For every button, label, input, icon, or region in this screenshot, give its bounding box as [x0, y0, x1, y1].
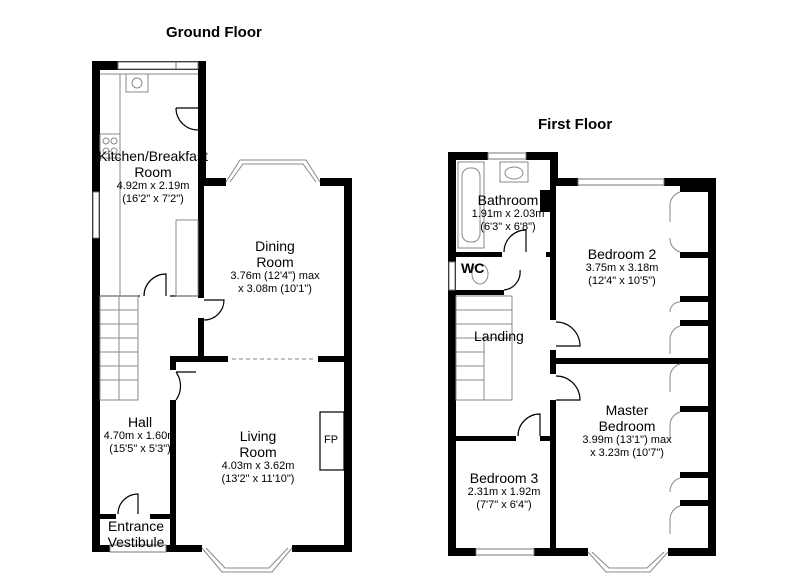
living-name-line1: Living — [239, 428, 277, 444]
first-floor-title: First Floor — [538, 116, 613, 133]
dining-name-line1: Dining — [255, 238, 295, 254]
ground-floor-title: Ground Floor — [166, 24, 262, 41]
kitchen-name-line1: Kitchen/Breakfast — [98, 148, 208, 164]
dining-dim-metric: 3.76m (12'4") max — [230, 270, 320, 283]
living-room-label: Living Room 4.03m x 3.62m (13'2" x 11'10… — [196, 428, 320, 485]
master-dim-imperial: x 3.23m (10'7") — [590, 446, 664, 459]
bedroom2-label: Bedroom 2 3.75m x 3.18m (12'4" x 10'5") — [572, 246, 672, 287]
fireplace-label: FP — [324, 434, 339, 446]
vestibule-label: Entrance Vestibule — [96, 518, 176, 550]
bedroom3-name: Bedroom 3 — [469, 470, 539, 486]
vestibule-name-line2: Vestibule — [107, 534, 165, 551]
kitchen-label: Kitchen/Breakfast Room 4.92m x 2.19m (16… — [88, 148, 218, 205]
living-dim-imperial: (13'2" x 11'10") — [221, 472, 295, 485]
bedroom3-dim-imperial: (7'7" x 6'4") — [476, 498, 532, 511]
bathroom-label: Bathroom 1.91m x 2.03m (6'3" x 6'8") — [466, 192, 550, 233]
bedroom2-name: Bedroom 2 — [587, 246, 657, 262]
hall-dim-imperial: (15'5" x 5'3") — [109, 442, 171, 455]
bedroom3-dim-metric: 2.31m x 1.92m — [467, 486, 541, 499]
kitchen-name-line2: Room — [134, 164, 172, 181]
kitchen-dim-metric: 4.92m x 2.19m — [116, 180, 190, 193]
master-name-line1: Master — [605, 402, 649, 418]
landing-label: Landing — [474, 328, 524, 344]
first-floor-plan — [448, 152, 716, 573]
hall-dim-metric: 4.70m x 1.60m — [103, 430, 177, 443]
master-name-line2: Bedroom — [598, 418, 656, 435]
wc-label: WC — [461, 260, 485, 276]
bedroom3-label: Bedroom 3 2.31m x 1.92m (7'7" x 6'4") — [458, 470, 550, 511]
ground-floor-plan — [92, 61, 352, 573]
master-dim-metric: 3.99m (13'1") max — [582, 434, 672, 447]
hall-name: Hall — [127, 414, 153, 430]
vestibule-name-line1: Entrance — [107, 518, 165, 534]
bathroom-name: Bathroom — [477, 192, 539, 208]
dining-room-label: Dining Room 3.76m (12'4") max x 3.08m (1… — [210, 238, 340, 295]
hall-label: Hall 4.70m x 1.60m (15'5" x 5'3") — [98, 414, 182, 455]
bedroom2-dim-imperial: (12'4" x 10'5") — [588, 274, 656, 287]
dining-dim-imperial: x 3.08m (10'1") — [238, 282, 312, 295]
bedroom2-dim-metric: 3.75m x 3.18m — [585, 262, 659, 275]
living-dim-metric: 4.03m x 3.62m — [221, 460, 295, 473]
dining-name-line2: Room — [256, 254, 294, 271]
living-name-line2: Room — [239, 444, 277, 461]
master-bedroom-label: Master Bedroom 3.99m (13'1") max x 3.23m… — [572, 402, 682, 459]
bathroom-dim-metric: 1.91m x 2.03m — [471, 208, 545, 221]
kitchen-dim-imperial: (16'2" x 7'2") — [122, 192, 184, 205]
bathroom-dim-imperial: (6'3" x 6'8") — [480, 220, 536, 233]
